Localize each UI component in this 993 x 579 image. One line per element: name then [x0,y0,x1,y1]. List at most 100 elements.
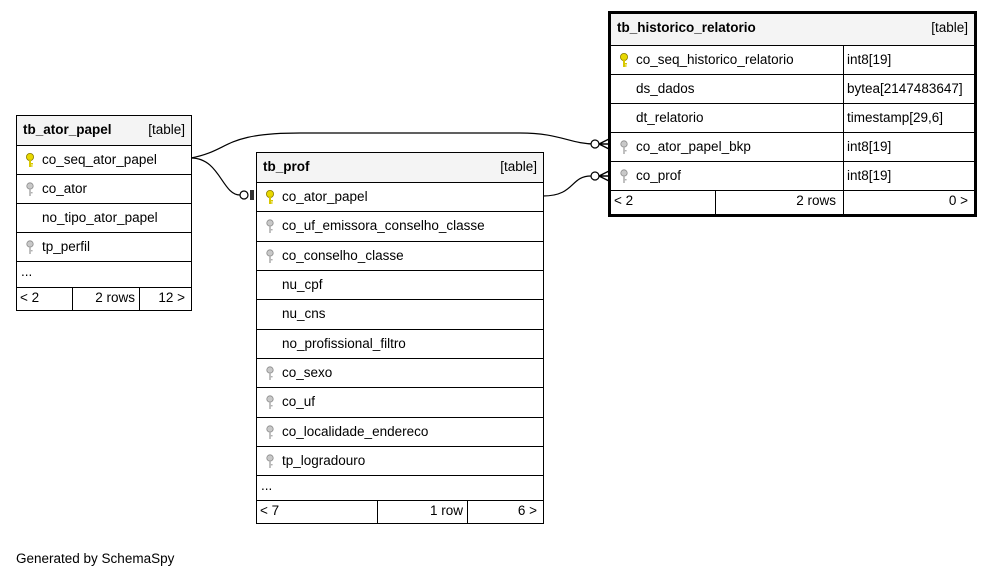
primary-key-icon [620,53,628,67]
column-row[interactable]: co_seq_ator_papel [17,145,191,174]
footer-divider [139,288,140,310]
column-row[interactable]: co_ator_papel [257,182,543,211]
edge-ator-papel-to-historico-circle [590,139,600,149]
column-name: co_sexo [282,365,333,380]
primary-key-icon [26,153,34,167]
table-footer: < 7 1 row 6 > [257,500,543,523]
table-name: tb_prof [263,159,310,174]
row-count: 1 row [429,503,463,518]
foreign-key-icon [266,395,274,409]
footer-divider [467,501,468,523]
generated-by-credit: Generated by SchemaSpy [16,551,175,566]
column-name: co_conselho_classe [282,248,404,263]
column-name: co_uf [282,394,316,409]
foreign-key-icon [266,249,274,263]
column-name: co_ator_papel [282,189,368,204]
column-row[interactable]: no_tipo_ator_papel [17,203,191,232]
column-name: no_tipo_ator_papel [42,210,158,225]
column-row[interactable]: nu_cpf [257,270,543,299]
column-row[interactable]: co_sexo [257,358,543,387]
primary-key-icon [266,190,274,204]
table-tb-prof[interactable]: tb_prof [table] co_ator_papel co_uf_emis… [256,152,544,524]
child-count[interactable]: 12 > [158,290,185,305]
column-divider [843,46,844,74]
column-row[interactable]: co_ator [17,174,191,203]
table-type-label: [table] [500,159,537,174]
column-divider [843,133,844,161]
column-type: int8[19] [847,52,892,67]
column-row[interactable]: nu_cns [257,299,543,329]
foreign-key-icon [266,454,274,468]
foreign-key-icon [26,182,34,196]
more-columns-row[interactable]: ... [17,261,191,287]
table-header: tb_historico_relatorio [table] [611,14,974,45]
column-type: int8[19] [847,168,892,183]
column-divider [843,162,844,190]
column-name: co_uf_emissora_conselho_classe [282,218,485,233]
table-tb-historico-relatorio[interactable]: tb_historico_relatorio [table] co_seq_hi… [608,11,977,217]
column-name: co_localidade_endereco [282,424,429,439]
foreign-key-icon [620,169,628,183]
row-count: 2 rows [95,290,135,305]
column-name: nu_cns [282,306,326,321]
column-row[interactable]: co_conselho_classe [257,241,543,270]
table-header: tb_ator_papel [table] [17,116,191,145]
table-footer: < 2 2 rows 12 > [17,287,191,310]
column-row[interactable]: no_profissional_filtro [257,329,543,358]
column-name: co_seq_historico_relatorio [636,52,794,67]
foreign-key-icon [620,140,628,154]
table-type-label: [table] [931,20,968,35]
table-type-label: [table] [148,122,185,137]
column-type: bytea[2147483647] [847,81,963,96]
parent-count[interactable]: < 2 [614,193,634,208]
footer-divider [715,191,716,214]
column-row[interactable]: co_prof int8[19] [611,161,974,190]
more-columns-ellipsis: ... [21,264,33,279]
footer-divider [843,191,844,214]
column-name: no_profissional_filtro [282,336,406,351]
column-type: int8[19] [847,139,892,154]
foreign-key-icon [26,240,34,254]
column-row[interactable]: tp_logradouro [257,446,543,475]
foreign-key-icon [266,366,274,380]
column-name: co_prof [636,168,682,183]
edge-prof-to-historico [542,175,592,197]
table-tb-ator-papel[interactable]: tb_ator_papel [table] co_seq_ator_papel … [16,115,192,311]
column-name: dt_relatorio [636,110,704,125]
column-row[interactable]: co_seq_historico_relatorio int8[19] [611,45,974,74]
child-count[interactable]: 6 > [517,503,537,518]
more-columns-ellipsis: ... [261,478,273,493]
column-name: ds_dados [636,81,695,96]
edge-ator-papel-to-prof-bar [250,190,254,200]
edge-ator-papel-to-historico [190,132,596,159]
footer-divider [72,288,73,310]
foreign-key-icon [266,219,274,233]
more-columns-row[interactable]: ... [257,475,543,500]
table-name: tb_ator_papel [23,122,112,137]
column-row[interactable]: tp_perfil [17,232,191,261]
column-name: co_ator_papel_bkp [636,139,751,154]
parent-count[interactable]: < 7 [260,503,280,518]
foreign-key-icon [266,425,274,439]
edge-ator-papel-to-historico-crowfoot [598,138,610,150]
column-row[interactable]: co_uf [257,387,543,417]
column-row[interactable]: dt_relatorio timestamp[29,6] [611,103,974,132]
column-row[interactable]: co_ator_papel_bkp int8[19] [611,132,974,161]
column-divider [843,75,844,103]
footer-divider [377,501,378,523]
column-row[interactable]: co_uf_emissora_conselho_classe [257,211,543,241]
table-header: tb_prof [table] [257,153,543,182]
edge-prof-to-historico-circle [590,171,600,181]
edge-prof-to-historico-crowfoot [598,170,610,182]
column-name: nu_cpf [282,277,323,292]
column-divider [843,104,844,132]
child-count[interactable]: 0 > [948,193,968,208]
table-footer: < 2 2 rows 0 > [611,190,974,214]
column-name: tp_perfil [42,239,91,254]
column-name: co_seq_ator_papel [42,152,157,167]
column-row[interactable]: ds_dados bytea[2147483647] [611,74,974,103]
column-row[interactable]: co_localidade_endereco [257,417,543,446]
edge-ator-papel-to-prof-circle [239,190,249,200]
parent-count[interactable]: < 2 [20,290,40,305]
